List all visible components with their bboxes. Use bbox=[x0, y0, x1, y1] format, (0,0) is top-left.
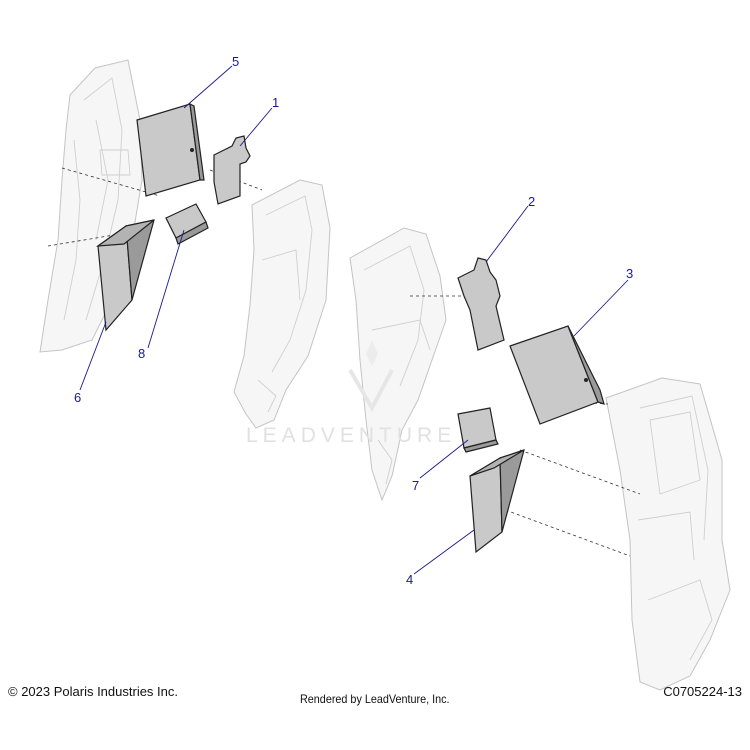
callout-5: 5 bbox=[232, 54, 239, 69]
callout-leaders bbox=[79, 65, 629, 575]
callout-2: 2 bbox=[528, 194, 535, 209]
block-part-4 bbox=[469, 449, 525, 554]
pad-part-2 bbox=[457, 257, 505, 351]
callout-labels: 5 1 6 8 2 3 7 4 bbox=[74, 54, 633, 587]
block-part-6 bbox=[95, 219, 155, 332]
callout-4: 4 bbox=[406, 572, 413, 587]
rendered-by-text: Rendered by LeadVenture, Inc. bbox=[300, 692, 450, 706]
pad-part-8 bbox=[165, 203, 209, 245]
watermark-logo bbox=[348, 340, 394, 413]
right-inner-panel bbox=[349, 227, 447, 502]
copyright-text: © 2023 Polaris Industries Inc. bbox=[8, 684, 178, 699]
pad-part-7 bbox=[457, 407, 499, 453]
left-inner-panel bbox=[233, 179, 331, 429]
callout-3: 3 bbox=[626, 266, 633, 281]
watermark-text: LEADVENTURE bbox=[246, 424, 457, 447]
callout-7: 7 bbox=[412, 478, 419, 493]
callout-8: 8 bbox=[138, 346, 145, 361]
left-door-frame bbox=[39, 59, 143, 353]
pad-part-5 bbox=[136, 102, 205, 197]
alignment-lines bbox=[47, 167, 641, 557]
diagram-part-code: C0705224-13 bbox=[663, 684, 742, 699]
pad-part-1 bbox=[213, 135, 251, 205]
pad-part-3 bbox=[509, 325, 605, 425]
callout-6: 6 bbox=[74, 390, 81, 405]
callout-1: 1 bbox=[272, 95, 279, 110]
right-door-frame bbox=[605, 377, 731, 691]
